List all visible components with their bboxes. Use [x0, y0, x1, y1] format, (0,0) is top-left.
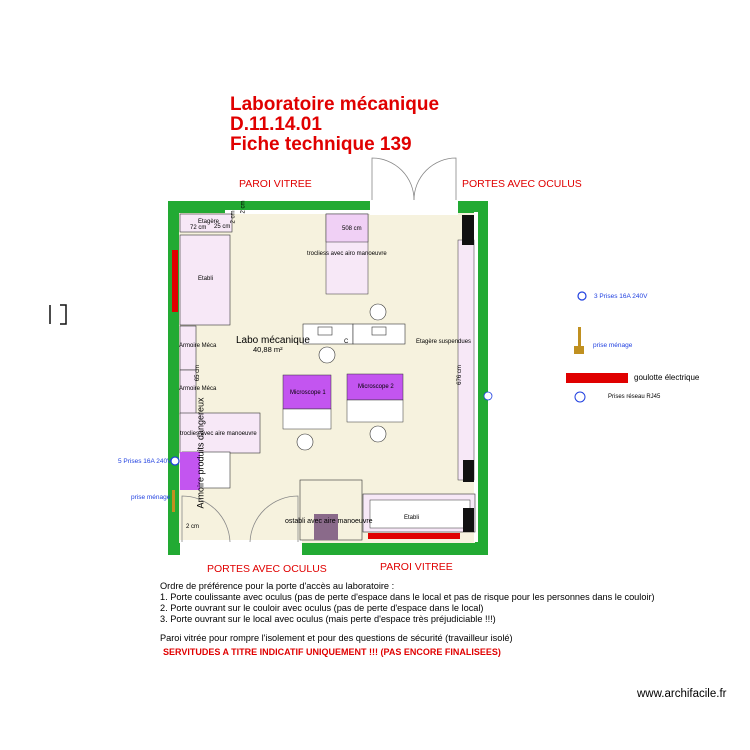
goulotte-bottom: [368, 533, 460, 539]
prise-menage-icon: [578, 327, 581, 351]
warning-text: SERVITUDES A TITRE INDICATIF UNIQUEMENT …: [163, 647, 501, 657]
etabli-bottom-inner: [369, 499, 471, 529]
label-microscope-2: Microscope 2: [358, 384, 394, 390]
left-prises5: 5 Prises 16A 240V: [118, 458, 172, 465]
legend-prise-menage: prise ménage: [593, 342, 633, 349]
bottom-middle-dark: [314, 514, 338, 540]
title-line-2: D.11.14.01: [230, 114, 322, 135]
label-trolley-top: trocliess avec airo manoeuvre: [307, 251, 387, 257]
notes-line-5: Paroi vitrée pour rompre l'isolement et …: [160, 633, 513, 643]
monitor-right: [371, 326, 387, 336]
notes-line-2: 1. Porte coulissante avec oculus (pas de…: [160, 592, 655, 602]
title-line-1: Laboratoire mécanique: [230, 94, 440, 115]
label-armoire-2: Armoire Méca: [179, 386, 217, 392]
chair-3: [296, 433, 314, 451]
label-portes-bottom: PORTES AVEC OCULUS: [207, 563, 327, 575]
label-dim-2cm-b: 2 cm: [240, 200, 247, 214]
legend-rj45: Prises réseau RJ45: [608, 394, 661, 400]
label-portes-top: PORTES AVEC OCULUS: [462, 178, 582, 190]
notes-block: Ordre de préférence pour la porte d'accè…: [160, 581, 655, 644]
monitor-left: [317, 326, 333, 336]
armoire-2: [179, 369, 197, 415]
label-dim-72: 72 cm: [190, 225, 207, 231]
label-etagere-top: Etagère: [198, 219, 220, 225]
brand-link[interactable]: www.archifacile.fr: [637, 688, 727, 700]
legend-prises16: 3 Prises 16A 240V: [594, 293, 648, 300]
label-trolley-left: troclies avec aire manoeuvre: [180, 431, 257, 437]
label-dim-25: 25 cm: [214, 224, 231, 230]
notes-line-3: 2. Porte ouvrant sur le couloir avec ocu…: [160, 603, 484, 613]
pillar-tr: [462, 215, 474, 245]
cabinet-purple: [180, 452, 200, 490]
microscope-1-desk: [282, 408, 332, 430]
microscope-2-desk: [346, 399, 404, 423]
label-cabinet-vertical: Armoire produits dangereux: [195, 397, 206, 509]
wall-stub-left: [49, 304, 67, 325]
title-line-3: Fiche technique 139: [230, 134, 412, 155]
glass-wall-top: [225, 210, 385, 214]
label-armoire-1: Armoire Méca: [179, 343, 217, 349]
label-dim-vertical: 676 cm: [456, 365, 463, 385]
label-etabli-bottom: Etabli: [404, 515, 420, 521]
notes-line-1: Ordre de préférence pour la porte d'accè…: [160, 581, 395, 591]
prises5-icon: [170, 456, 180, 466]
door-swing-bottom-right: [249, 495, 299, 543]
glass-wall-right: [474, 212, 478, 542]
label-dim-top: 508 cm: [342, 226, 362, 232]
legend-goulotte: goulotte électrique: [634, 373, 700, 382]
door-swing-top-left: [371, 157, 415, 201]
label-paroi-top: PAROI VITREE: [239, 178, 312, 190]
goulotte-left: [172, 250, 178, 312]
door-swing-bottom-left: [181, 495, 231, 543]
label-microscope-1: Microscope 1: [290, 390, 326, 396]
door-opening-top: [370, 199, 458, 215]
left-prise-menage: prise ménage: [131, 494, 171, 501]
door-swing-top-right: [413, 157, 457, 201]
pillar-br: [463, 508, 474, 532]
notes-line-4: 3. Porte ouvrant sur le local avec oculu…: [160, 614, 496, 624]
prises16-icon: [577, 291, 587, 301]
etagere-top: [179, 213, 233, 233]
microscope-1-box: [282, 374, 332, 410]
rj45-icon: [574, 391, 586, 403]
label-bottom-mid: ostabli avec aire manoeuvre: [285, 518, 373, 525]
prise-menage-left: [172, 490, 175, 512]
room-area: 40,88 m²: [253, 345, 283, 354]
etagere-suspendues: [457, 239, 475, 481]
door-opening-bottom: [180, 540, 302, 556]
label-dim-bottom-left: 2 cm: [186, 524, 200, 530]
etabli-left: [179, 234, 231, 326]
goulotte-icon: [566, 373, 628, 383]
chair-2: [369, 303, 387, 321]
socket-right: [483, 391, 493, 401]
microscope-2-box: [346, 373, 404, 401]
pillar-mr: [463, 460, 474, 482]
prise-menage-base: [574, 346, 584, 354]
trolley-left: [179, 412, 261, 454]
label-etabli-left: Etabli: [198, 276, 214, 282]
label-chair-c: C: [344, 339, 349, 345]
label-paroi-bottom: PAROI VITREE: [380, 561, 453, 573]
trolley-top-purple: [325, 213, 369, 243]
label-etagere-susp: Etagère suspendues: [416, 339, 472, 345]
label-dim-2cm-a: 2 cm: [230, 210, 237, 224]
chair-4: [369, 425, 387, 443]
label-dim-side: 65 cm: [195, 364, 202, 382]
room-name: Labo mécanique: [236, 335, 310, 346]
chair-1: [318, 346, 336, 364]
